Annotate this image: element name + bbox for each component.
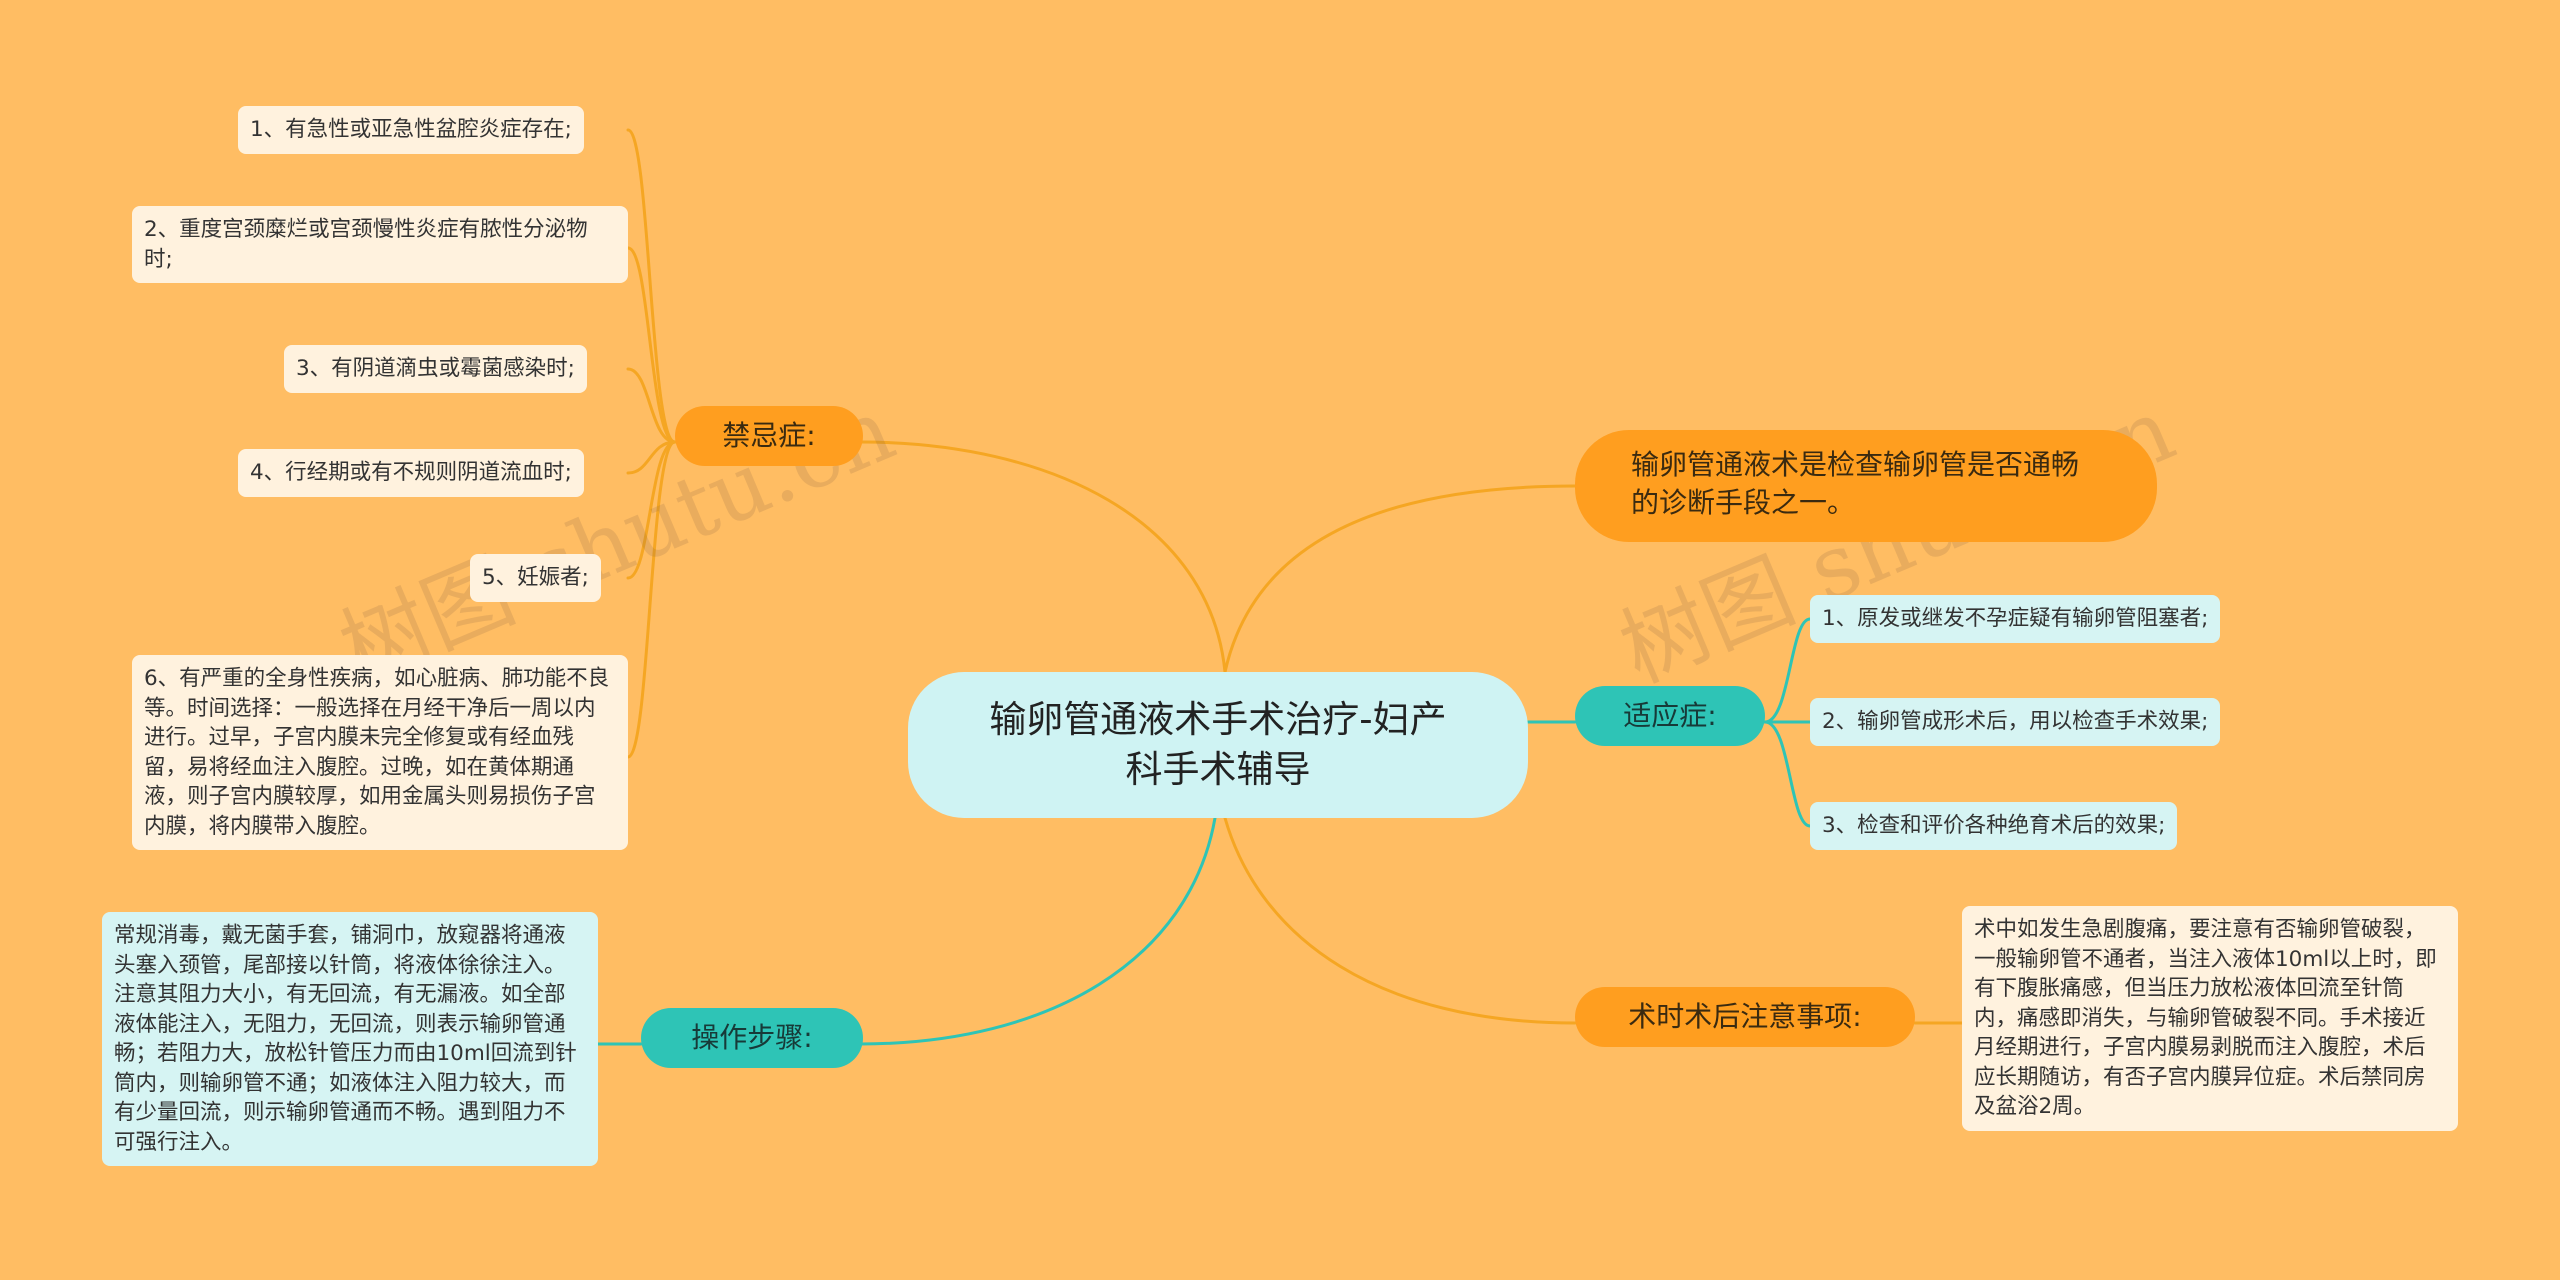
contraindication-item-4[interactable]: 4、行经期或有不规则阴道流血时;	[238, 449, 584, 497]
connector-contra-6	[626, 440, 677, 759]
contraindication-item-3[interactable]: 3、有阴道滴虫或霉菌感染时;	[284, 345, 587, 393]
precautions-text[interactable]: 术中如发生急剧腹痛，要注意有否输卵管破裂，一般输卵管不通者，当注入液体10ml以…	[1962, 906, 2458, 1131]
procedure-text[interactable]: 常规消毒，戴无菌手套，铺洞巾，放窥器将通液头塞入颈管，尾部接以针筒，将液体徐徐注…	[102, 912, 598, 1166]
connector-ind-3	[1763, 720, 1812, 828]
connector-contra-4	[626, 440, 677, 475]
connector-contra-3	[626, 367, 677, 444]
branch-definition[interactable]: 输卵管通液术是检查输卵管是否通畅的诊断手段之一。	[1575, 430, 2157, 542]
connector-root-definition	[1223, 484, 1577, 674]
branch-contraindications[interactable]: 禁忌症:	[675, 406, 863, 466]
connector-contra-2	[626, 246, 677, 444]
contraindication-item-2[interactable]: 2、重度宫颈糜烂或宫颈慢性炎症有脓性分泌物时;	[132, 206, 628, 283]
branch-precautions[interactable]: 术时术后注意事项:	[1575, 987, 1915, 1047]
connector-root-procedure	[858, 816, 1217, 1046]
connector-contra-5	[626, 440, 677, 580]
indication-item-3[interactable]: 3、检查和评价各种绝育术后的效果;	[1810, 802, 2178, 850]
connector-root-contraindications	[858, 440, 1227, 674]
branch-indications[interactable]: 适应症:	[1575, 686, 1765, 746]
root-topic[interactable]: 输卵管通液术手术治疗-妇产科手术辅导	[908, 672, 1528, 818]
connector-ind-1	[1763, 617, 1812, 724]
indication-item-2[interactable]: 2、输卵管成形术后，用以检查手术效果;	[1810, 698, 2221, 746]
contraindication-item-5[interactable]: 5、妊娠者;	[470, 554, 601, 602]
contraindication-item-6[interactable]: 6、有严重的全身性疾病，如心脏病、肺功能不良等。时间选择：一般选择在月经干净后一…	[132, 655, 628, 850]
connector-root-precautions	[1223, 816, 1577, 1025]
indication-item-1[interactable]: 1、原发或继发不孕症疑有输卵管阻塞者;	[1810, 595, 2221, 643]
root-topic-title: 输卵管通液术手术治疗-妇产科手术辅导	[989, 698, 1447, 791]
branch-procedure[interactable]: 操作步骤:	[641, 1008, 863, 1068]
contraindication-item-1[interactable]: 1、有急性或亚急性盆腔炎症存在;	[238, 106, 584, 154]
connector-contra-1	[626, 128, 677, 444]
